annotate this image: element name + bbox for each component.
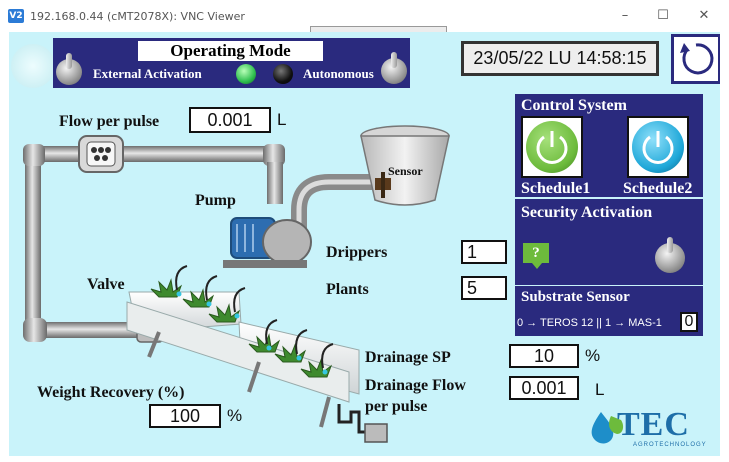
pump-label: Pump: [195, 192, 236, 209]
dripper-lines: [175, 265, 334, 369]
flow-per-pulse-label: Flow per pulse: [59, 113, 160, 130]
plants-label: Plants: [326, 281, 369, 298]
ritec-logo-text: RITEC: [617, 406, 690, 443]
sensor-bucket-icon: [360, 125, 450, 206]
pipe-elbow-top-left: [23, 144, 45, 166]
drainage-flow-label-line2: per pulse: [365, 398, 428, 415]
pipe-elbow-bottom-left: [23, 318, 47, 342]
vnc-app-icon: V2: [8, 9, 24, 23]
pipe-right-down: [267, 162, 283, 204]
operating-mode-panel: Operating Mode External Activation Auton…: [53, 38, 410, 88]
mode-toggle-left[interactable]: [56, 53, 82, 85]
weight-recovery-unit: %: [227, 406, 243, 425]
schedule2-button[interactable]: [627, 116, 689, 178]
water-drops: [176, 291, 328, 375]
pump-icon: [223, 217, 312, 268]
control-system-panel: Control System Schedule1 Schedule2: [515, 94, 703, 197]
window-title: 192.168.0.44 (cMT2078X): VNC Viewer: [30, 10, 245, 23]
autonomous-led: [273, 64, 293, 84]
schedule1-label: Schedule1: [521, 180, 591, 197]
drainage-flow-unit: L: [595, 380, 605, 399]
ghost-button-icon: [11, 44, 55, 88]
maximize-button[interactable]: ☐: [657, 7, 669, 23]
drainage-flow-field[interactable]: 0.001: [509, 376, 579, 400]
drainage-sp-field[interactable]: 10: [509, 344, 579, 368]
pipe-top: [41, 146, 271, 162]
sensor-label: Sensor: [388, 164, 423, 178]
pipe-elbow-top-right: [263, 144, 285, 166]
autonomous-label: Autonomous: [303, 66, 374, 81]
pipe-bottom: [37, 322, 149, 338]
plants-field[interactable]: 5: [461, 276, 507, 300]
mode-toggle-right[interactable]: [381, 52, 407, 84]
close-button[interactable]: ✕: [698, 7, 710, 23]
control-system-title: Control System: [521, 97, 627, 114]
schedule1-button[interactable]: [521, 116, 583, 178]
security-activation-title: Security Activation: [521, 204, 653, 221]
flow-per-pulse-unit: L: [277, 110, 287, 129]
security-toggle[interactable]: [655, 237, 685, 273]
vnc-toolbar-tab[interactable]: [310, 26, 447, 33]
ritec-logo: RITEC AGROTECHNOLOGY: [587, 406, 717, 452]
refresh-button[interactable]: [671, 34, 720, 84]
valve-label: Valve: [87, 276, 125, 293]
schedule2-label: Schedule2: [623, 180, 693, 197]
flow-per-pulse-field[interactable]: 0.001: [189, 107, 271, 133]
irrigation-diagram: [23, 125, 450, 443]
schedule2-power-icon: [632, 121, 684, 173]
pipe-left: [25, 162, 41, 324]
drainage-flow-label: Drainage Flow: [365, 377, 466, 394]
substrate-sensor-panel: Substrate Sensor 0 → TEROS 12 || 1 → MAS…: [515, 286, 703, 336]
help-glyph: ?: [532, 245, 540, 261]
datetime-display: 23/05/22 LU 14:58:15: [461, 41, 659, 76]
ritec-logo-tagline: AGROTECHNOLOGY: [633, 442, 707, 448]
drain-pipe: [337, 404, 388, 443]
minimize-button[interactable]: –: [621, 7, 629, 23]
help-icon-tail: [532, 263, 542, 269]
refresh-icon: [680, 43, 714, 75]
operating-mode-title: Operating Mode: [138, 41, 323, 61]
weight-recovery-field[interactable]: 100: [149, 404, 221, 428]
substrate-sensor-field[interactable]: 0: [680, 312, 698, 332]
substrate-sensor-title: Substrate Sensor: [521, 289, 630, 305]
pipe-to-sensor: [291, 174, 381, 242]
drippers-label: Drippers: [326, 244, 388, 261]
drainage-sp-unit: %: [585, 346, 601, 365]
drainage-sp-label: Drainage SP: [365, 349, 451, 366]
window-titlebar: V2 192.168.0.44 (cMT2078X): VNC Viewer –…: [0, 0, 729, 33]
external-activation-led: [236, 64, 256, 84]
weight-recovery-label: Weight Recovery (%): [37, 384, 185, 401]
hmi-screen: Operating Mode External Activation Auton…: [9, 32, 720, 456]
schedule1-power-icon: [526, 121, 578, 173]
drippers-field[interactable]: 1: [461, 240, 507, 264]
security-activation-panel: Security Activation ?: [515, 199, 703, 285]
substrate-sensor-description: 0 → TEROS 12 || 1 → MAS-1: [517, 317, 662, 329]
help-icon[interactable]: ?: [523, 243, 549, 263]
external-activation-label: External Activation: [93, 66, 202, 81]
ritec-logo-drop-icon: [591, 412, 624, 444]
